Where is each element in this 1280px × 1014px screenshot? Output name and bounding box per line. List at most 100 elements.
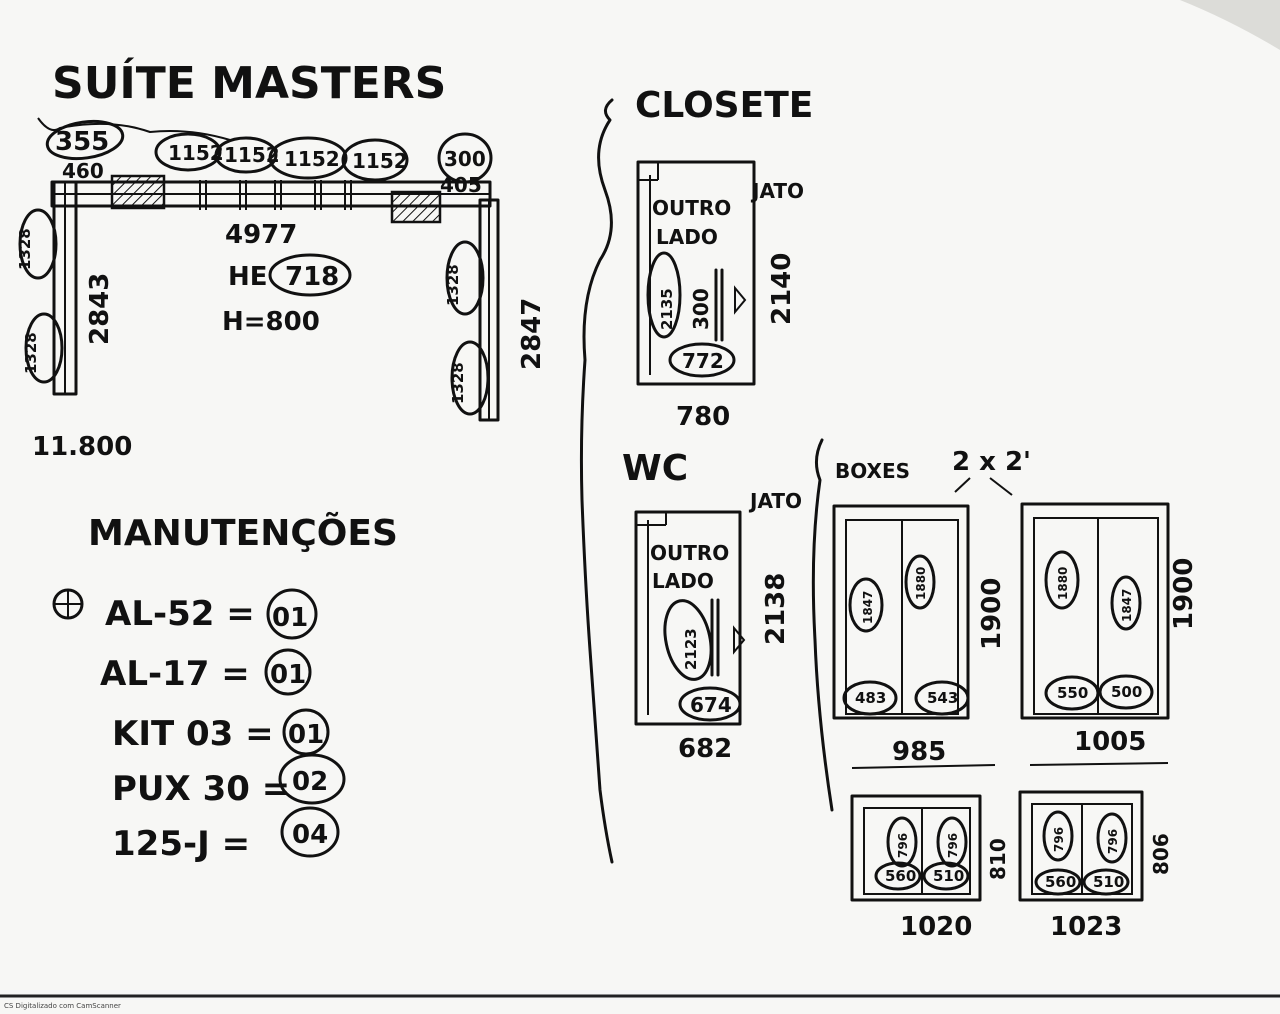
- closet-label-2135: 2135: [658, 288, 676, 330]
- box2-oval-d: [1098, 674, 1154, 710]
- item-value-4: 04: [292, 820, 328, 850]
- box1-height: 1900: [977, 578, 1007, 650]
- item-value-3: 02: [292, 767, 328, 797]
- small2-width: 1023: [1050, 912, 1122, 942]
- closet-oval-2135: [646, 251, 682, 339]
- closet-outro: OUTRO: [652, 196, 731, 220]
- oval-718: [268, 253, 352, 297]
- box1-width: 985: [892, 737, 946, 767]
- box-1: 1847 1880 483 543 1900 985: [832, 504, 1007, 769]
- wc-oval-2123: [663, 599, 713, 681]
- item-circle-1: [264, 648, 312, 696]
- wc-jato: JATO: [748, 489, 802, 513]
- item-label-4: 125-J =: [112, 824, 250, 864]
- wc-label-674: 674: [690, 693, 732, 717]
- label-total: 11.800: [32, 432, 132, 462]
- label-355: 355: [55, 127, 109, 157]
- small2-outer: [1018, 790, 1144, 902]
- small-box-2: 796 796 560 510 806 1023: [1018, 790, 1173, 942]
- small2-label-d: 510: [1093, 873, 1124, 891]
- wc-marker: [733, 625, 746, 655]
- oval-1152-c: [268, 136, 348, 180]
- paper-fold: [1180, 0, 1280, 50]
- label-718: 718: [285, 262, 339, 292]
- item-value-1: 01: [270, 660, 306, 690]
- box2-oval-a: [1044, 550, 1080, 610]
- small2-label-c: 560: [1045, 873, 1076, 891]
- box1-dimline: [851, 764, 996, 769]
- item-circle-0: [266, 588, 318, 640]
- hatch-left: [110, 174, 166, 210]
- box2-oval-b: [1110, 575, 1142, 631]
- small2-label-b: 796: [1106, 829, 1120, 854]
- small2-oval-d: [1082, 868, 1130, 896]
- small1-oval-d: [922, 861, 970, 891]
- oval-left-1328-b: [24, 312, 64, 384]
- closet-section: CLOSETE OUTRO LADO JATO 2135 300 2140 77…: [635, 85, 813, 432]
- item-value-0: 01: [272, 603, 308, 633]
- box2-dimline: [1029, 762, 1169, 766]
- closet-label-300: 300: [689, 288, 713, 330]
- small1-label-d: 510: [933, 867, 964, 885]
- wc-frame: [634, 510, 742, 726]
- box2-inner: [1033, 517, 1159, 715]
- small1-outer: [850, 794, 982, 902]
- item-label-2: KIT 03 =: [112, 714, 274, 754]
- box2-label-d: 500: [1111, 683, 1142, 701]
- wc-oval-674: [678, 686, 742, 722]
- rail-ticks: [199, 180, 352, 210]
- wc-title: WC: [622, 448, 688, 489]
- oval-1152-d: [341, 138, 409, 182]
- scanner-stamp: CS Digitalizado com CamScanner: [4, 1002, 121, 1010]
- small1-label-b: 796: [946, 833, 960, 858]
- hatch-right: [390, 190, 442, 224]
- label-right-1328-b: 1328: [449, 362, 467, 404]
- closet-label-2140: 2140: [767, 253, 797, 325]
- closet-frame: [636, 160, 756, 386]
- box2-outer: [1020, 502, 1170, 720]
- label-h800: H=800: [222, 307, 320, 337]
- label-1152-a: 1152: [168, 141, 224, 165]
- oval-right-1328-a: [445, 240, 485, 316]
- item-circle-4: [280, 806, 340, 858]
- box2-oval-c: [1044, 675, 1100, 711]
- closet-label-780: 780: [676, 402, 730, 432]
- section-divider: [579, 98, 614, 864]
- wc-label-682: 682: [678, 734, 732, 764]
- item-value-2: 01: [288, 720, 324, 750]
- wc-lado: LADO: [652, 569, 714, 593]
- small1-label-a: 796: [896, 833, 910, 858]
- item-label-1: AL-17 =: [100, 654, 250, 694]
- wc-label-2138: 2138: [761, 573, 791, 645]
- oval-355: [45, 119, 125, 161]
- label-300: 300: [444, 147, 486, 171]
- label-left-1328-b: 1328: [22, 332, 40, 374]
- closet-title: CLOSETE: [635, 85, 813, 126]
- item-circle-3: [278, 753, 346, 805]
- box1-label-b: 1880: [914, 567, 928, 600]
- box1-oval-d: [914, 680, 970, 716]
- small1-height: 810: [986, 838, 1010, 880]
- oval-right-1328-b: [450, 340, 490, 416]
- suite-title: SUÍTE MASTERS: [52, 56, 446, 109]
- small1-width: 1020: [900, 912, 972, 942]
- label-460: 460: [62, 159, 104, 183]
- box1-oval-b: [904, 554, 936, 610]
- wc-label-2123: 2123: [682, 628, 700, 670]
- label-right-1328-a: 1328: [444, 264, 462, 306]
- boxes-ratio: 2 x 2': [952, 447, 1031, 477]
- box1-oval-c: [842, 680, 898, 716]
- box2-width: 1005: [1074, 727, 1146, 757]
- label-he: HE: [228, 262, 268, 292]
- boxes-bracket: [811, 438, 834, 812]
- manutencoes-title: MANUTENÇÕES: [88, 512, 398, 554]
- closet-jato: JATO: [750, 179, 804, 203]
- box1-oval-a: [848, 577, 884, 633]
- closet-lado: LADO: [656, 225, 718, 249]
- small1-oval-c: [874, 861, 922, 891]
- oval-1152-a: [154, 132, 222, 172]
- box2-label-a: 1880: [1056, 567, 1070, 600]
- small1-label-c: 560: [885, 867, 916, 885]
- box1-label-a: 1847: [861, 591, 875, 624]
